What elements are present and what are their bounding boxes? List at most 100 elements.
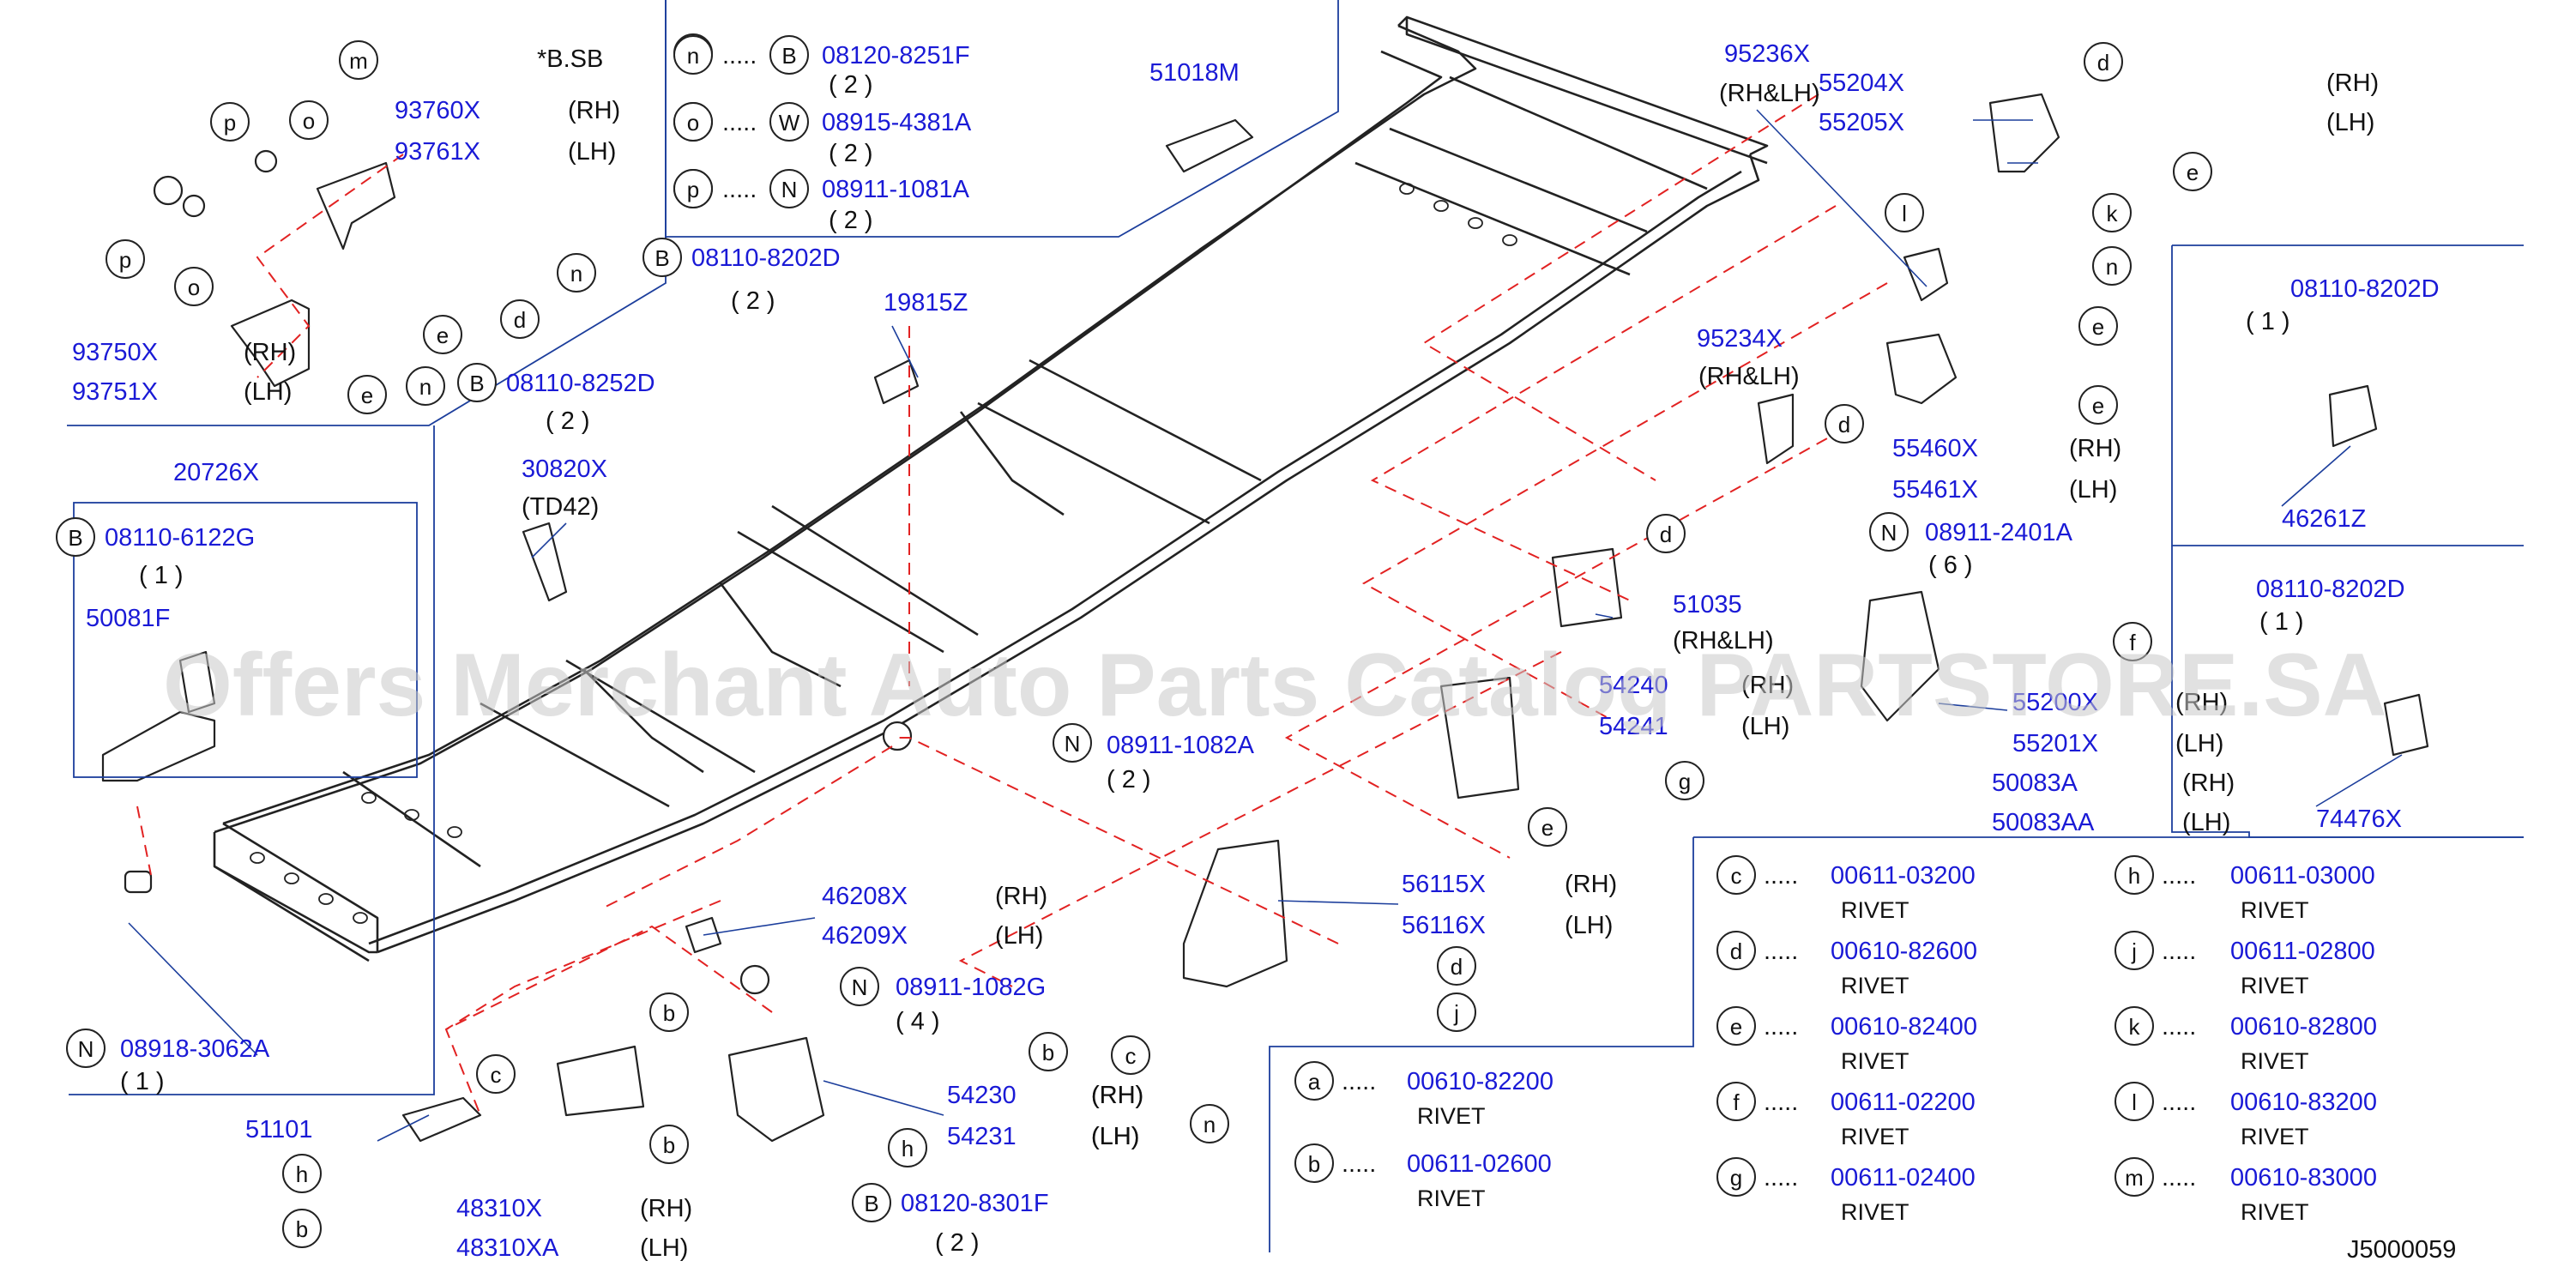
callout-circle: [2092, 193, 2132, 232]
dots: .....: [722, 176, 757, 203]
callout-letter: h: [902, 1136, 914, 1161]
callout-letter: c: [1731, 863, 1742, 889]
callout-k: k: [2092, 193, 2132, 232]
callout-d: d: [1437, 946, 1476, 986]
callout-letter: o: [188, 275, 200, 300]
side-label: (LH): [2069, 476, 2117, 504]
rivet-part-number: 00610-83000: [2230, 1164, 2377, 1192]
rivet-desc: RIVET: [1841, 897, 1909, 923]
callout-circle: [2078, 306, 2118, 346]
callout-circle: [1869, 512, 1909, 552]
callout-c: c: [476, 1054, 516, 1094]
callout-letter: n: [570, 261, 582, 287]
rivet-part-number: 00611-02400: [1831, 1164, 1976, 1192]
dots: .....: [2162, 862, 2196, 890]
dots: .....: [1764, 862, 1798, 890]
callout-circle: [210, 102, 250, 142]
part-number: 93750X: [72, 339, 158, 366]
dots: .....: [722, 42, 757, 69]
rivet-code-d: d: [1716, 931, 1756, 970]
part-number: 74476X: [2316, 805, 2402, 833]
table-mark-W: W: [769, 102, 809, 142]
part-number: 51018M: [1149, 59, 1240, 87]
side-label: (RH): [1565, 871, 1617, 898]
fitment-label: (TD42): [522, 493, 599, 521]
callout-letter: B: [655, 245, 669, 271]
fitment-label: (RH&LH): [1698, 363, 1800, 390]
callout-letter: B: [864, 1191, 878, 1216]
callout-n: n: [406, 366, 445, 406]
callout-circle: [1825, 404, 1864, 443]
callout-B: B: [457, 363, 497, 402]
callout-circle: [1294, 1143, 1334, 1183]
callout-circle: [1716, 1082, 1756, 1121]
callout-letter: m: [2125, 1165, 2144, 1191]
rivet-code-h: h: [2114, 855, 2154, 895]
bolt-part-number: 08110-8202D: [691, 244, 841, 272]
side-label: (RH): [1741, 672, 1794, 699]
callout-circle: [289, 100, 329, 140]
callout-circle: [1885, 193, 1924, 232]
callout-circle: [649, 1125, 689, 1164]
callout-letter: n: [419, 374, 431, 400]
quantity: ( 1 ): [120, 1068, 165, 1095]
callout-letter: N: [852, 974, 868, 1000]
part-number: 51035: [1673, 591, 1742, 618]
table-part-number: 08911-1081A: [822, 176, 970, 203]
quantity: ( 2 ): [829, 71, 873, 99]
callout-letter: B: [68, 525, 82, 551]
bolt-part-number: 08110-8252D: [506, 370, 655, 397]
part-number: 08110-8202D: [2256, 576, 2405, 603]
part-number: 95236X: [1724, 40, 1810, 68]
callout-B: B: [56, 517, 95, 557]
callout-circle: [1716, 1006, 1756, 1046]
callout-letter: B: [781, 43, 796, 69]
callout-circle: [1528, 807, 1567, 847]
callout-N: N: [840, 967, 879, 1006]
side-label: (LH): [1741, 713, 1789, 740]
part-number: 93761X: [395, 138, 480, 166]
callout-letter: d: [1838, 412, 1850, 437]
callout-B: B: [642, 238, 682, 277]
callout-circle: [2114, 931, 2154, 970]
rivet-part-number: 00611-03200: [1831, 862, 1976, 890]
callout-h: h: [282, 1154, 322, 1193]
quantity: ( 2 ): [1107, 766, 1151, 793]
dots: .....: [2162, 1089, 2196, 1116]
callout-letter: N: [78, 1036, 94, 1062]
part-number: 46208X: [822, 883, 908, 910]
rivet-code-g: g: [1716, 1157, 1756, 1197]
part-number: 51101: [245, 1116, 313, 1143]
part-number: 55200X: [2012, 689, 2098, 716]
table-code-p: p: [673, 169, 713, 208]
callout-letter: p: [119, 247, 131, 273]
callout-circle: [2078, 385, 2118, 425]
callout-letter: n: [1204, 1112, 1216, 1137]
callout-p: p: [106, 239, 145, 279]
part-number: 08911-1082A: [1107, 732, 1255, 759]
side-label: (RH): [995, 883, 1047, 910]
callout-letter: h: [2128, 863, 2140, 889]
callout-letter: p: [687, 177, 699, 202]
side-label: (LH): [2182, 809, 2230, 836]
callout-e: e: [2078, 385, 2118, 425]
callout-circle: [1053, 723, 1092, 763]
callout-circle: [649, 992, 689, 1032]
dots: .....: [1342, 1068, 1376, 1095]
callout-n: n: [557, 253, 596, 293]
rivet-code-k: k: [2114, 1006, 2154, 1046]
callout-circle: [642, 238, 682, 277]
callout-n: n: [1190, 1104, 1229, 1143]
callout-letter: N: [781, 177, 798, 202]
callout-letter: b: [1308, 1151, 1320, 1177]
rivet-part-number: 00610-82200: [1407, 1068, 1553, 1095]
dots: .....: [2162, 938, 2196, 965]
callout-circle: [769, 35, 809, 75]
callout-e: e: [423, 315, 462, 354]
part-number: 48310XA: [456, 1234, 559, 1262]
callout-d: d: [500, 299, 540, 339]
callout-letter: k: [2129, 1014, 2141, 1040]
callout-p: p: [210, 102, 250, 142]
callout-circle: [2084, 42, 2123, 81]
